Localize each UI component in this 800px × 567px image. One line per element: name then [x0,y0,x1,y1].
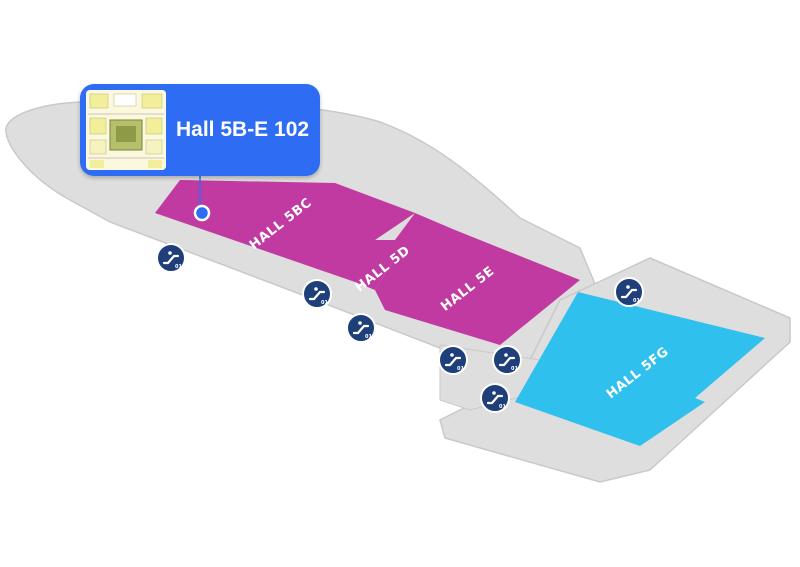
escalator-caption: 01 [511,366,518,372]
hall-5bc-area[interactable] [155,180,415,282]
escalator-icon[interactable]: 01 [156,243,186,273]
callout-pointer [193,174,211,222]
hall-5fg-area[interactable] [515,292,765,446]
hall-5e-area[interactable] [375,213,580,345]
booth-floorplan-thumbnail [86,90,166,170]
hall-5d-area[interactable] [355,240,395,290]
escalator-icon[interactable]: 01 [480,383,510,413]
escalator-caption: 01 [365,334,372,340]
escalator-caption: 01 [175,264,182,270]
escalator-icon[interactable]: 01 [438,345,468,375]
escalator-caption: 01 [633,298,640,304]
booth-callout[interactable]: Hall 5B-E 102 [80,84,320,176]
halls: HALL 5BC HALL 5D HALL 5E HALL 5FG [155,180,765,446]
escalator-caption: 01 [321,300,328,306]
escalator-markers: 01 01 01 01 [156,243,644,413]
escalator-caption: 01 [457,366,464,372]
escalator-icon[interactable]: 01 [302,279,332,309]
escalator-icon[interactable]: 01 [346,313,376,343]
booth-floorplan-drawing [86,90,166,170]
escalator-caption: 01 [499,404,506,410]
escalator-icon[interactable]: 01 [614,277,644,307]
booth-callout-title: Hall 5B-E 102 [176,118,310,141]
location-marker-icon[interactable] [193,204,211,222]
escalator-icon[interactable]: 01 [492,345,522,375]
